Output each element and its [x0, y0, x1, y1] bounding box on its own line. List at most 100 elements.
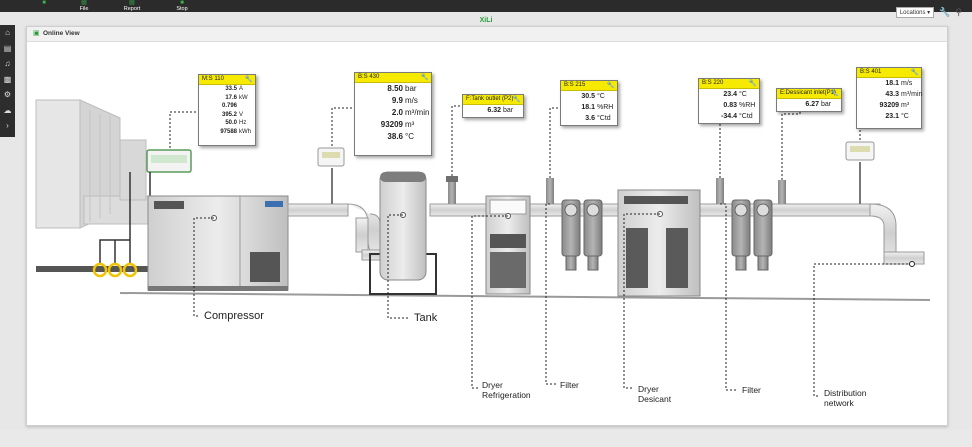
- chevron-right-icon[interactable]: ›: [6, 121, 9, 130]
- label-distribution-line2: network: [824, 398, 854, 408]
- sensor-reading-unit: m³/min: [901, 91, 923, 98]
- sensor-reading-unit: °Ctd: [739, 113, 753, 120]
- sensor-ftank-header: F:Tank outlet (P2)🔧: [463, 95, 523, 105]
- sensor-bs401-header: B:S 401🔧: [857, 68, 921, 78]
- sensor-reading-unit: m³: [405, 120, 415, 129]
- probe-bs220: [716, 178, 724, 204]
- sensor-reading-row: 23.1°C: [857, 111, 921, 122]
- sensor-reading-value: -34.4: [721, 113, 737, 120]
- label-dryer-refrigeration-line2: Refrigeration: [482, 390, 531, 400]
- sensor-reading-unit: kW: [239, 94, 248, 101]
- sensor-bs220-title: B:S 220: [702, 80, 724, 86]
- sensor-reading-row: 0.83%RH: [699, 100, 759, 111]
- sensor-reading-unit: A: [239, 86, 244, 92]
- tank: [369, 171, 437, 295]
- label-compressor: Compressor: [204, 310, 264, 322]
- sensor-ms110-header: M:S 110 🔧: [199, 75, 255, 85]
- home-menu-icon: ■: [42, 0, 46, 6]
- app-title: XiLi: [479, 17, 493, 24]
- chart-icon[interactable]: ▩: [3, 74, 12, 84]
- zoom-icon[interactable]: ⚲: [955, 6, 962, 17]
- sensor-reading-value: 6.32: [487, 107, 501, 114]
- locations-dropdown[interactable]: Locations ▾: [895, 6, 935, 18]
- sensor-reading-value: 97588: [220, 128, 237, 135]
- wrench-icon[interactable]: 🔧: [939, 6, 951, 17]
- wrench-icon[interactable]: 🔧: [748, 80, 757, 87]
- cloud-icon[interactable]: ☁: [3, 105, 12, 115]
- sensor-reading-unit: %RH: [739, 102, 756, 109]
- bell-icon[interactable]: ♫: [4, 59, 11, 68]
- flow-sensor-bs401: [845, 141, 875, 204]
- sensor-bs430-title: B:S 430: [358, 74, 380, 80]
- menu-stop[interactable]: ■ Stop: [162, 0, 202, 12]
- pressure-sensor-dessicant-inlet: [778, 180, 786, 204]
- locations-label: Locations: [899, 9, 926, 16]
- refrigeration-dryer: [485, 195, 531, 295]
- report-icon: ▤: [129, 0, 135, 6]
- sensor-reading-value: 8.50: [387, 84, 403, 93]
- sensor-bs215-title: B:S 215: [564, 82, 586, 88]
- sensor-reading-value: 93209: [879, 102, 899, 109]
- menu-file[interactable]: ▤ File: [64, 0, 104, 12]
- sensor-reading-unit: m/s: [405, 96, 418, 105]
- menu-home[interactable]: ■: [24, 0, 64, 6]
- sensor-reading-unit: °Ctd: [597, 115, 611, 122]
- compressor-unit: [147, 195, 289, 291]
- pressure-sensor-tank-outlet: [446, 176, 458, 204]
- toolbar-right: Locations ▾ 🔧 ⚲: [895, 6, 962, 18]
- sensor-reading-row: 3.6°Ctd: [561, 113, 617, 124]
- sensor-reading-row: 23.4°C: [699, 89, 759, 100]
- sensor-reading-value: 395.2: [221, 111, 237, 118]
- sensor-reading-value: 9.9: [391, 96, 403, 105]
- sensor-reading-unit: °C: [739, 91, 747, 98]
- gear-icon[interactable]: ⚙: [3, 90, 12, 99]
- wrench-icon[interactable]: 🔧: [910, 69, 919, 76]
- home-icon[interactable]: ⌂: [5, 28, 10, 37]
- wrench-icon[interactable]: 🔧: [420, 74, 429, 81]
- wrench-icon[interactable]: 🔧: [830, 90, 839, 97]
- wrench-icon[interactable]: 🔧: [512, 96, 521, 103]
- sensor-bs215-header: B:S 215 🔧: [561, 81, 617, 91]
- label-dryer-desicant-line2: Desicant: [638, 394, 672, 404]
- sensor-reading-value: 38.6: [387, 132, 403, 141]
- sensor-reading-unit: °C: [405, 132, 414, 141]
- sensor-reading-unit: %RH: [597, 104, 614, 111]
- menu-stop-label: Stop: [176, 6, 188, 12]
- wrench-icon[interactable]: 🔧: [606, 82, 615, 89]
- sensor-reading-unit: kWh: [239, 128, 251, 135]
- menu-report-label: Report: [123, 6, 141, 12]
- online-view-icon: ▣: [33, 30, 40, 37]
- sensor-reading-row: 30.5°C: [561, 91, 617, 102]
- sensor-reading-unit: m³: [901, 102, 910, 109]
- sensor-reading-unit: bar: [503, 107, 514, 114]
- top-menu-bar: ■ ▤ File ▤ Report ■ Stop: [0, 0, 972, 12]
- menu-report[interactable]: ▤ Report: [112, 0, 152, 12]
- wrench-icon[interactable]: 🔧: [244, 76, 253, 83]
- file-icon: ▤: [81, 0, 87, 6]
- sensor-ms110-title: M:S 110: [202, 76, 224, 82]
- sensor-reading-unit: °C: [901, 113, 909, 120]
- document-icon[interactable]: ▤: [3, 43, 12, 53]
- flow-sensor-bs430: [317, 147, 345, 204]
- sensor-bs430-header: B:S 430 🔧: [355, 73, 431, 83]
- sensor-reading-unit: V: [239, 111, 244, 118]
- power-meter: [92, 149, 192, 278]
